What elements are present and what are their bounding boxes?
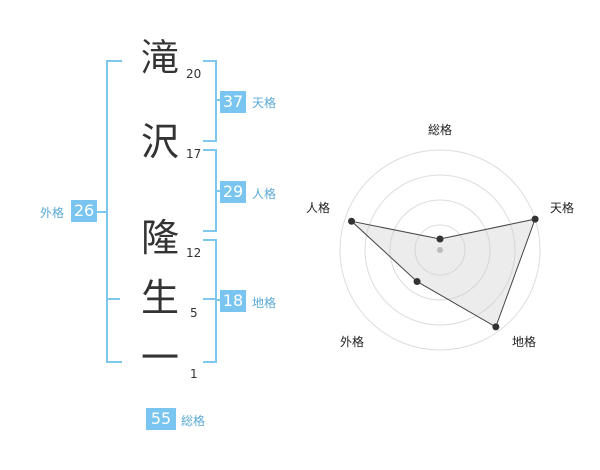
radar-label-chikaku: 地格 — [512, 334, 536, 349]
gaikaku-badge: 26 — [71, 200, 97, 222]
radar-ring-2 — [389, 199, 491, 301]
name-char-3: 隆 — [140, 216, 179, 260]
radar-point-0 — [436, 235, 444, 243]
radar-points — [348, 215, 539, 331]
radar-ring-3 — [364, 174, 516, 326]
chikaku-label: 地格 — [252, 296, 277, 310]
tenkaku-label: 天格 — [252, 96, 277, 110]
name-char-4: 生 — [140, 276, 179, 320]
stroke-count-2: 17 — [186, 147, 202, 161]
gaikaku-bracket — [106, 60, 122, 363]
radar-label-jinkaku: 人格 — [306, 200, 330, 215]
chikaku-connector — [217, 299, 221, 301]
radar-center-dot — [437, 247, 443, 253]
radar-label-soukaku: 総格 — [428, 122, 452, 137]
soukaku-label: 総格 — [181, 414, 206, 428]
chikaku-bracket — [203, 239, 217, 363]
radar-label-tenkaku: 天格 — [550, 200, 574, 215]
name-char-5: 一 — [140, 336, 179, 380]
jinkaku-bracket — [203, 149, 217, 232]
soukaku-badge: 55 — [146, 408, 176, 430]
tenkaku-connector — [217, 99, 221, 101]
gaikaku-split-mark — [106, 298, 120, 300]
radar-polygon-layer — [349, 218, 536, 328]
radar-point-2 — [492, 323, 500, 331]
radar-point-3 — [413, 278, 421, 286]
tenkaku-bracket — [203, 60, 217, 142]
name-char-2: 沢 — [140, 120, 179, 164]
chikaku-split-mark — [203, 298, 215, 300]
radar-label-gaikaku: 外格 — [340, 334, 364, 349]
gaikaku-connector — [96, 211, 106, 213]
name-char-1: 滝 — [140, 36, 179, 80]
stroke-count-4: 5 — [190, 306, 198, 320]
tenkaku-badge: 37 — [220, 91, 246, 113]
radar-ring-1 — [414, 224, 466, 276]
jinkaku-label: 人格 — [252, 187, 277, 201]
radar-ring-4 — [339, 149, 541, 351]
chikaku-badge: 18 — [220, 290, 246, 312]
stroke-count-3: 12 — [186, 246, 202, 260]
stroke-count-1: 20 — [186, 67, 202, 81]
stroke-count-5: 1 — [190, 367, 198, 381]
radar-point-4 — [348, 217, 356, 225]
jinkaku-connector — [217, 190, 221, 192]
jinkaku-badge: 29 — [220, 181, 246, 203]
radar-polygon — [349, 218, 536, 328]
radar-rings — [339, 149, 541, 351]
radar-point-1 — [531, 215, 539, 223]
gaikaku-label: 外格 — [40, 206, 65, 220]
